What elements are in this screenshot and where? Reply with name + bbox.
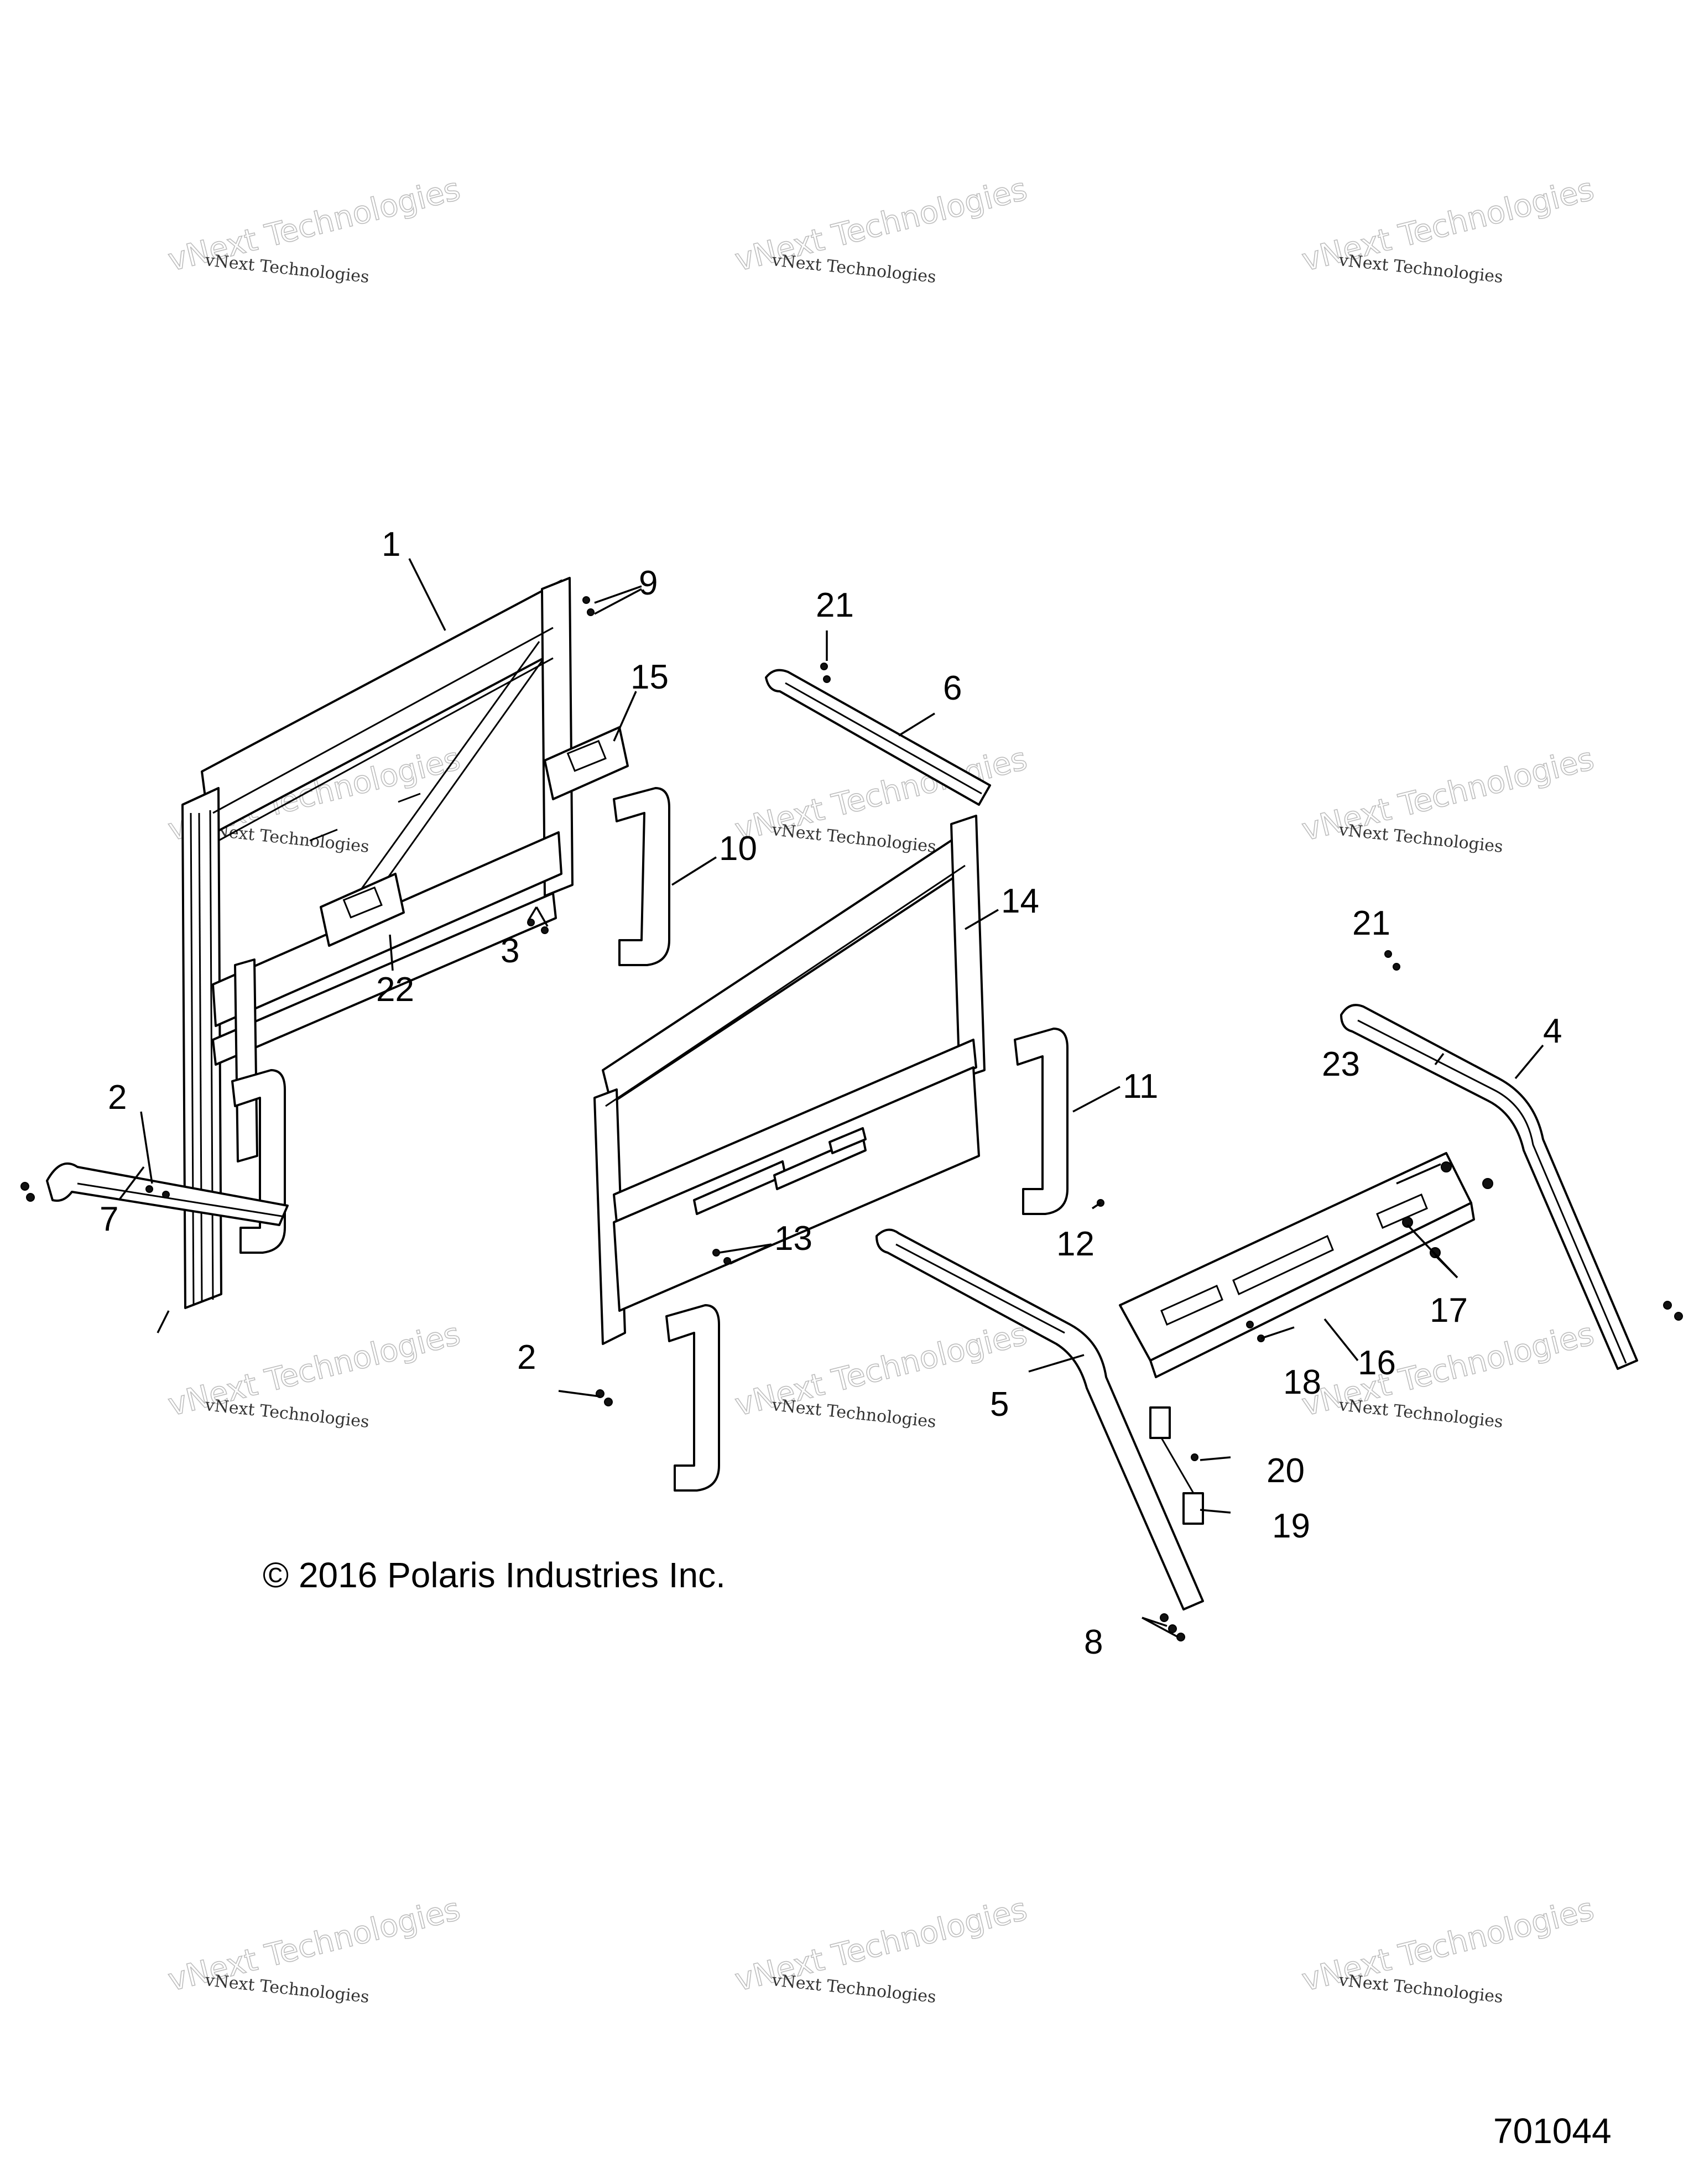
callout-16: 16 — [1358, 1344, 1396, 1382]
callout-14: 14 — [1001, 882, 1039, 920]
watermark-small-text: vNext Technologies — [204, 1395, 370, 1432]
callout-15: 15 — [630, 658, 669, 696]
copyright-notice: © 2016 Polaris Industries Inc. — [263, 1555, 726, 1595]
part-bracket-middle-right — [1014, 1028, 1069, 1215]
watermark-small-text: vNext Technologies — [204, 1971, 370, 2007]
part-grab-handle-right — [544, 726, 629, 800]
callout-3: 3 — [501, 932, 519, 970]
callout-13: 13 — [774, 1219, 812, 1258]
callout-21: 21 — [1352, 904, 1390, 942]
watermark-small-text: vNext Technologies — [1337, 820, 1504, 857]
part-bracket-upper — [613, 787, 670, 966]
part-upper-rail — [765, 669, 991, 806]
callout-23: 23 — [1322, 1045, 1360, 1083]
callout-2: 2 — [108, 1078, 127, 1117]
callout-12: 12 — [1056, 1225, 1095, 1263]
part-tube-bent-middle — [875, 1228, 1204, 1610]
watermark-small-text: vNext Technologies — [1337, 1395, 1504, 1432]
watermark-small-text: vNext Technologies — [204, 251, 370, 287]
part-grab-handle-left — [320, 873, 405, 947]
callout-6: 6 — [943, 669, 962, 707]
watermark-small-text: vNext Technologies — [770, 1971, 937, 2007]
callout-7: 7 — [100, 1200, 118, 1238]
part-middle-frame — [593, 815, 986, 1345]
watermark-small-text: vNext Technologies — [770, 251, 937, 287]
callout-18: 18 — [1283, 1363, 1321, 1401]
callout-9: 9 — [639, 564, 658, 602]
watermark-small-text: vNext Technologies — [770, 820, 937, 857]
part-rear-cab-frame — [181, 577, 574, 1309]
part-tube-bent-right — [1340, 1004, 1638, 1370]
leader-lines — [118, 558, 1544, 1638]
callout-11: 11 — [1123, 1067, 1158, 1106]
watermark-small-text: vNext Technologies — [1337, 1971, 1504, 2007]
callout-17: 17 — [1430, 1291, 1468, 1330]
callout-20: 20 — [1267, 1452, 1305, 1490]
part-rear-panel — [1119, 1152, 1475, 1378]
callout-22: 22 — [376, 971, 414, 1009]
figure-number: 701044 — [1493, 2111, 1612, 2151]
hardware-fasteners — [20, 596, 1683, 1641]
callout-8: 8 — [1084, 1623, 1103, 1661]
callout-4: 4 — [1543, 1012, 1562, 1050]
callout-5: 5 — [990, 1385, 1009, 1424]
callout-labels: 1 2 2 3 4 5 6 7 8 9 10 11 12 13 14 15 16… — [100, 525, 1562, 1661]
callout-1: 1 — [382, 525, 400, 564]
callout-19: 19 — [1272, 1507, 1310, 1545]
callout-2: 2 — [517, 1338, 536, 1377]
part-bracket-lower-middle — [665, 1304, 720, 1492]
callout-21: 21 — [816, 586, 854, 624]
watermark-small-text: vNext Technologies — [770, 1395, 937, 1432]
callout-10: 10 — [719, 830, 757, 868]
part-strap — [1149, 1406, 1204, 1525]
watermark-small-text: vNext Technologies — [1337, 251, 1504, 287]
